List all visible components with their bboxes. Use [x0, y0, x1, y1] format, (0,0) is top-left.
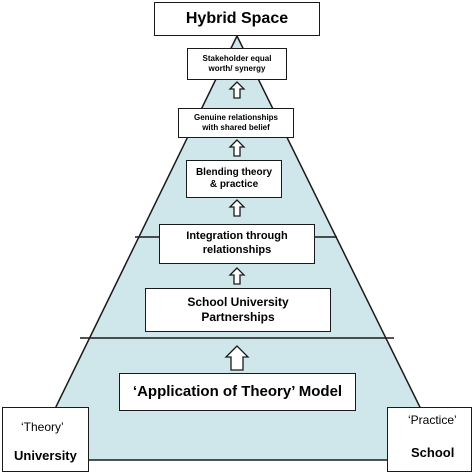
- level-line: Blending theory: [195, 166, 273, 178]
- level-integration-through-relationships: Integration through relationships: [159, 224, 315, 264]
- corner-school: ‘Practice’ School: [387, 407, 472, 472]
- corner-quote-theory: ‘Theory’: [21, 420, 64, 434]
- level-line: Stakeholder equal: [202, 54, 272, 63]
- level-line: School University: [187, 295, 289, 309]
- up-arrow-icon: [224, 345, 250, 371]
- level-line: worth/ synergy: [208, 64, 266, 73]
- level-line: with shared belief: [202, 123, 270, 132]
- level-line: relationships: [202, 244, 272, 256]
- level-line: Genuine relationships: [193, 113, 278, 122]
- level-line: Partnerships: [201, 310, 275, 324]
- corner-university: ‘Theory’ University: [2, 407, 89, 472]
- level-genuine-relationships: Genuine relationships with shared belief: [178, 108, 294, 138]
- level-blending-theory-practice: Blending theory & practice: [186, 160, 282, 198]
- hybrid-space-title: Hybrid Space: [154, 2, 320, 36]
- up-arrow-icon: [228, 139, 246, 157]
- title-text: Hybrid Space: [185, 10, 289, 27]
- corner-quote-practice: ‘Practice’: [408, 413, 457, 427]
- level-line: Integration through: [186, 230, 288, 243]
- up-arrow-icon: [228, 267, 246, 285]
- up-arrow-icon: [228, 81, 246, 99]
- level-line: ‘Application of Theory’ Model: [132, 382, 343, 400]
- corner-label-university: University: [14, 448, 77, 463]
- level-stakeholder-equal-worth: Stakeholder equal worth/ synergy: [187, 48, 287, 80]
- corner-label-school: School: [411, 445, 455, 460]
- level-application-of-theory-model: ‘Application of Theory’ Model: [119, 373, 356, 411]
- up-arrow-icon: [228, 199, 246, 217]
- level-line: & practice: [209, 179, 259, 190]
- level-school-university-partnerships: School University Partnerships: [145, 288, 331, 332]
